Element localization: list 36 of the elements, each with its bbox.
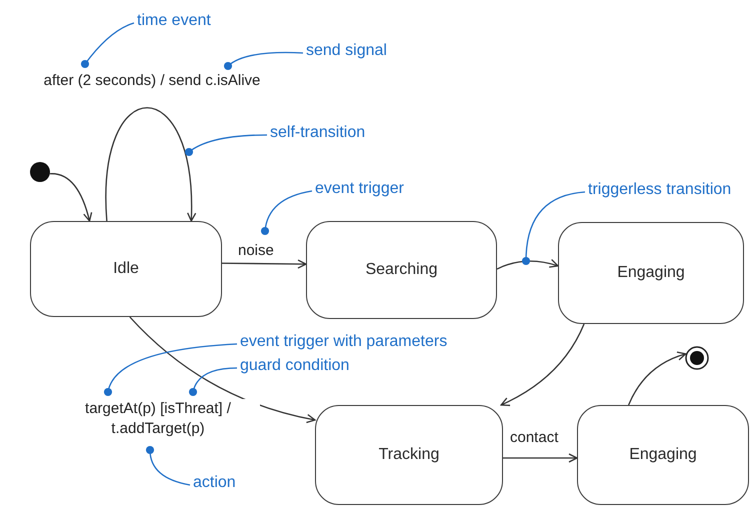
leader-line: [104, 343, 238, 396]
state-name: Searching: [365, 261, 438, 279]
transition-arrow: [503, 453, 578, 463]
state-box: [30, 221, 222, 317]
leader-line: [80, 22, 134, 68]
callout-text: event trigger: [315, 180, 404, 198]
state-box: [577, 405, 749, 505]
callout-text: self-transition: [270, 124, 366, 142]
state-box: [558, 222, 744, 324]
leader-line: [224, 52, 304, 70]
state-name: Engaging: [629, 446, 697, 464]
state-name: Tracking: [378, 446, 440, 464]
transition-arrow: [50, 173, 92, 222]
state-name: Idle: [113, 260, 139, 278]
leader-line: [184, 134, 267, 156]
callout-text: send signal: [306, 42, 387, 60]
callout-text: time event: [137, 12, 211, 30]
state-box: [315, 405, 503, 505]
transition-arrow: [129, 316, 316, 423]
callout-text: triggerless transition: [588, 181, 732, 199]
callout-text: action: [193, 474, 236, 492]
state-name: Engaging: [617, 264, 685, 282]
state-box: [306, 221, 497, 319]
transition-arrow: [496, 259, 559, 270]
leader-line: [522, 191, 586, 266]
transition-arrow: [500, 324, 585, 406]
transition-arrow: [106, 107, 196, 222]
initial-state: [30, 162, 50, 182]
transition-arrow: [628, 352, 686, 406]
transition-arrow: [222, 259, 307, 269]
leader-line: [146, 446, 190, 486]
callout-text: event trigger with parameters: [240, 333, 448, 351]
final-state: [685, 346, 709, 370]
leader-line: [260, 190, 312, 236]
leader-line: [188, 367, 238, 396]
callout-text: guard condition: [240, 357, 350, 375]
